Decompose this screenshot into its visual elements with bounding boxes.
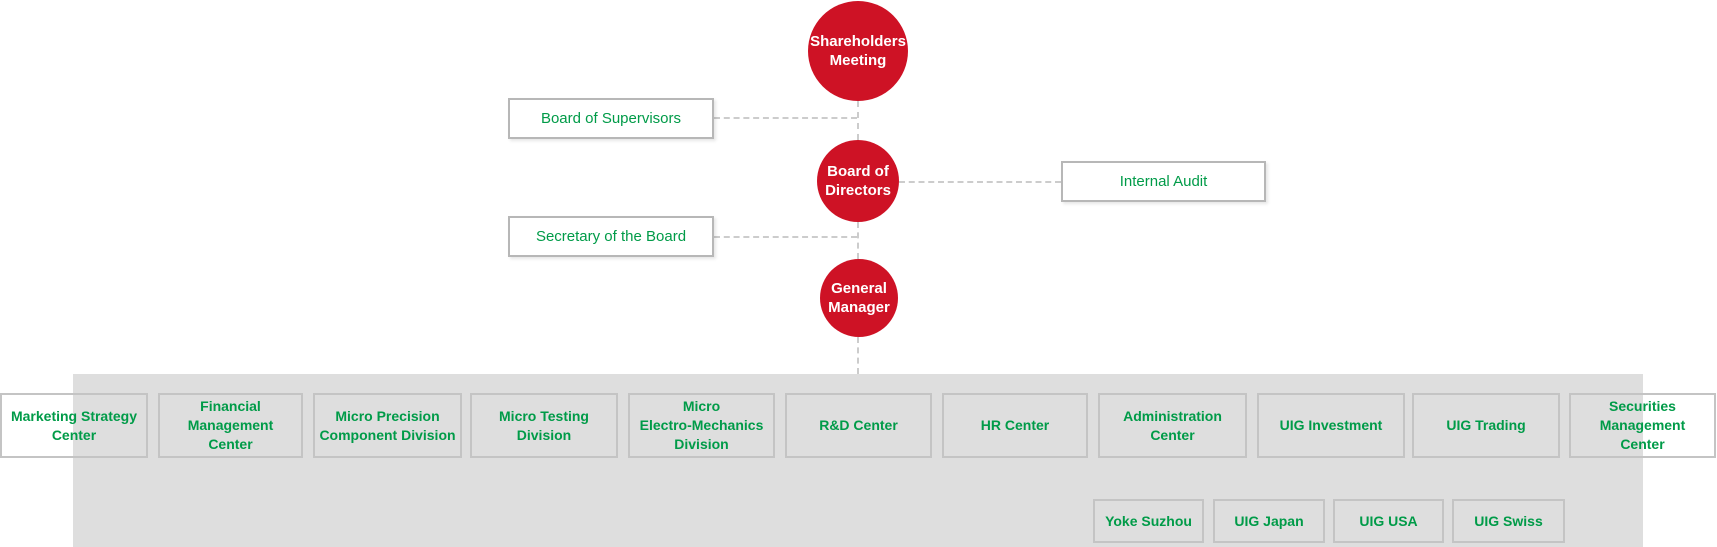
dept-administration-center: Administration Center: [1098, 393, 1247, 458]
subsidiary-uig-japan: UIG Japan: [1213, 499, 1325, 543]
subsidiary-uig-usa: UIG USA: [1333, 499, 1444, 543]
dept-micro-electro-mechanics-division: Micro Electro-Mechanics Division: [628, 393, 775, 458]
dept-securities-management-center: Securities Management Center: [1569, 393, 1716, 458]
departments-band: [73, 374, 1643, 547]
connector-supervisors: [714, 117, 857, 119]
dept-hr-center: HR Center: [942, 393, 1088, 458]
node-general-manager: General Manager: [820, 259, 898, 337]
subsidiary-uig-swiss: UIG Swiss: [1452, 499, 1565, 543]
connector-manager-to-band: [857, 337, 859, 374]
subsidiary-yoke-suzhou: Yoke Suzhou: [1093, 499, 1204, 543]
connector-shareholders-to-directors: [857, 101, 859, 140]
dept-micro-precision-component-division: Micro Precision Component Division: [313, 393, 462, 458]
dept-marketing-strategy-center: Marketing Strategy Center: [0, 393, 148, 458]
dept-uig-trading: UIG Trading: [1412, 393, 1560, 458]
node-board-of-supervisors: Board of Supervisors: [508, 98, 714, 139]
node-secretary-of-the-board: Secretary of the Board: [508, 216, 714, 257]
dept-rd-center: R&D Center: [785, 393, 932, 458]
node-internal-audit: Internal Audit: [1061, 161, 1266, 202]
connector-internal-audit: [899, 181, 1061, 183]
dept-micro-testing-division: Micro Testing Division: [470, 393, 618, 458]
connector-directors-to-manager: [857, 222, 859, 259]
connector-secretary: [714, 236, 857, 238]
node-shareholders-meeting: Shareholders Meeting: [808, 1, 908, 101]
dept-uig-investment: UIG Investment: [1257, 393, 1405, 458]
node-board-of-directors: Board of Directors: [817, 140, 899, 222]
dept-financial-management-center: Financial Management Center: [158, 393, 303, 458]
